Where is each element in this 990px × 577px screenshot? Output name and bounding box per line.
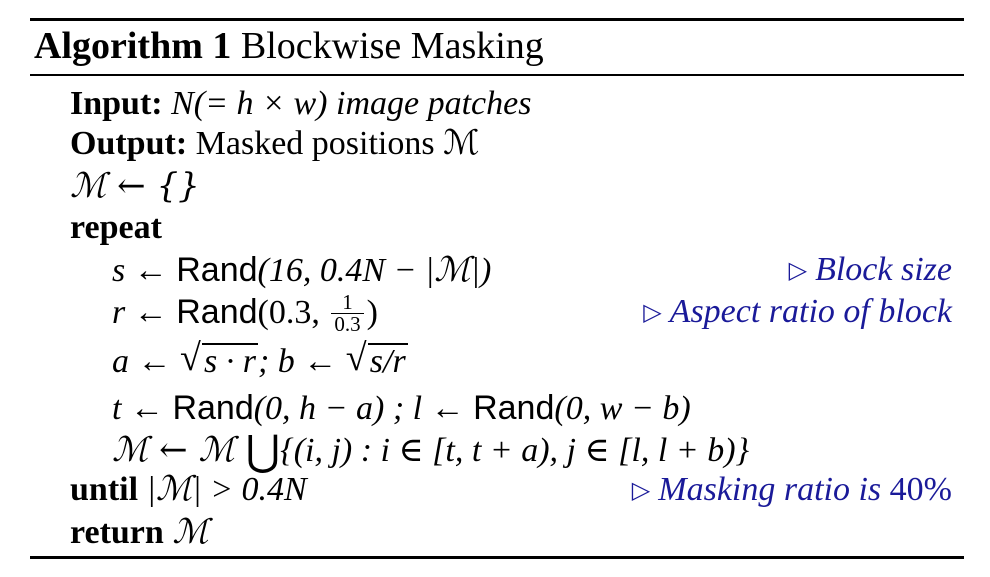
bottom-rule: [30, 556, 964, 559]
sqrt-radical-icon: √: [345, 337, 367, 379]
return-keyword: return: [70, 514, 164, 551]
output-text: Masked positions ℳ: [195, 125, 480, 162]
until-keyword: until: [70, 471, 139, 508]
sqrt-b-radicand: s/r: [367, 343, 408, 380]
until-line: until |ℳ| > 0.4N: [70, 470, 307, 510]
r-assign: r ←: [112, 294, 177, 331]
union-assign: ℳ ← ℳ: [112, 430, 246, 470]
sqrt-radical-icon: √: [180, 337, 201, 379]
top-rule: [30, 18, 964, 21]
t-assign: t ←: [112, 390, 173, 427]
return-line: return ℳ: [70, 512, 209, 553]
algorithm-name: Blockwise Masking: [240, 25, 544, 67]
sqrt-line: a ← √s · r; b ← √s/r: [112, 338, 408, 382]
union-icon: ⋃: [245, 429, 281, 475]
s-assign: s ←: [112, 252, 177, 289]
block-size-line: s ← Rand(16, 0.4N − |ℳ|): [112, 250, 491, 291]
init-line: ℳ ← {}: [70, 166, 200, 206]
until-condition: |ℳ| > 0.4N: [146, 471, 307, 508]
sqrt-a-radicand: s · r: [202, 343, 258, 380]
return-value: ℳ: [172, 512, 209, 552]
comment-triangle-icon: ▷: [643, 300, 662, 326]
b-assign: ; b ←: [257, 343, 346, 380]
comment-text: Block size: [815, 251, 952, 288]
comment-text: Aspect ratio of block: [669, 293, 952, 330]
a-assign: a ←: [112, 343, 180, 380]
s-args: (16, 0.4N − |ℳ|): [257, 252, 492, 289]
repeat-keyword: repeat: [70, 209, 162, 246]
comment-percent: 40%: [889, 471, 952, 508]
r-close: ): [366, 294, 378, 331]
fraction-numerator: 1: [342, 289, 353, 314]
aspect-ratio-comment: ▷ Aspect ratio of block: [643, 292, 952, 335]
position-line: t ← Rand(0, h − a) ; l ← Rand(0, w − b): [112, 388, 691, 429]
sqrt-a: √s · r: [180, 338, 258, 382]
union-set: {(i, j) : i ∈ [t, t + a), j ∈ [l, l + b)…: [280, 432, 750, 469]
r-open: (0.3,: [257, 294, 329, 331]
output-line: Output: Masked positions ℳ: [70, 124, 479, 164]
masking-ratio-comment: ▷ Masking ratio is 40%: [632, 470, 952, 513]
algorithm-label: Algorithm 1: [34, 25, 232, 67]
t-args: (0, h − a) ; l ←: [253, 390, 474, 427]
fraction-denominator: 0.3: [331, 312, 364, 335]
algorithm-title: Algorithm 1 Blockwise Masking: [34, 24, 544, 68]
input-line: Input: N(= h × w) image patches: [70, 84, 531, 124]
union-line: ℳ ← ℳ ⋃{(i, j) : i ∈ [t, t + a), j ∈ [l,…: [112, 430, 750, 473]
mid-rule: [30, 74, 964, 76]
output-keyword: Output:: [70, 125, 188, 162]
input-keyword: Input:: [70, 85, 163, 122]
rand-func: Rand: [176, 251, 258, 289]
comment-triangle-icon: ▷: [788, 258, 808, 284]
comment-triangle-icon: ▷: [631, 478, 651, 504]
rand-func: Rand: [473, 389, 555, 427]
sqrt-b: √s/r: [346, 338, 408, 382]
rand-func: Rand: [176, 293, 258, 331]
rand-func: Rand: [172, 389, 254, 427]
input-text: N(= h × w) image patches: [171, 85, 532, 122]
block-size-comment: ▷ Block size: [789, 250, 952, 293]
comment-text: Masking ratio is: [658, 471, 882, 508]
l-args: (0, w − b): [554, 390, 691, 427]
